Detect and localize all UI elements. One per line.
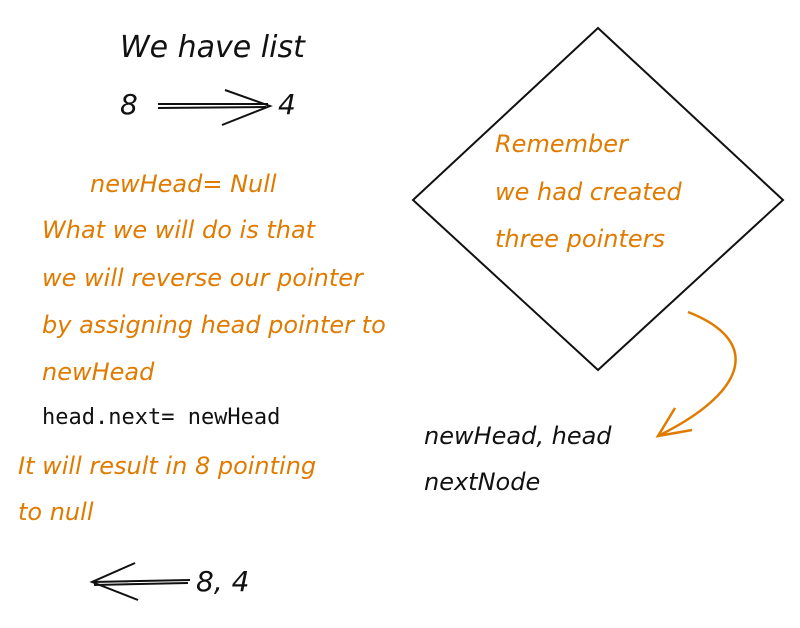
curved-arrow <box>655 310 737 438</box>
result-line: to null <box>18 498 94 526</box>
result-line: It will result in 8 pointing <box>18 452 317 480</box>
diamond-shape <box>411 26 785 372</box>
diamond-text: we had created <box>495 178 682 206</box>
arrow-8-to-4 <box>157 89 273 126</box>
reversed-list: 8, 4 <box>196 565 250 598</box>
list-node-4: 4 <box>278 88 296 121</box>
pointer-names: newHead, head <box>424 422 612 450</box>
pointer-names: nextNode <box>424 468 541 496</box>
heading: We have list <box>120 30 305 65</box>
diamond-text: Remember <box>495 130 628 158</box>
list-node-8: 8 <box>120 88 138 121</box>
note-line: by assigning head pointer to <box>42 311 386 339</box>
note-line: newHead= Null <box>90 170 277 198</box>
arrow-left-null <box>89 562 191 601</box>
code-line: head.next= newHead <box>42 405 281 430</box>
note-line: newHead <box>42 358 155 386</box>
diamond-text: three pointers <box>495 225 665 253</box>
note-line: What we will do is that <box>42 216 316 244</box>
note-line: we will reverse our pointer <box>42 264 363 292</box>
